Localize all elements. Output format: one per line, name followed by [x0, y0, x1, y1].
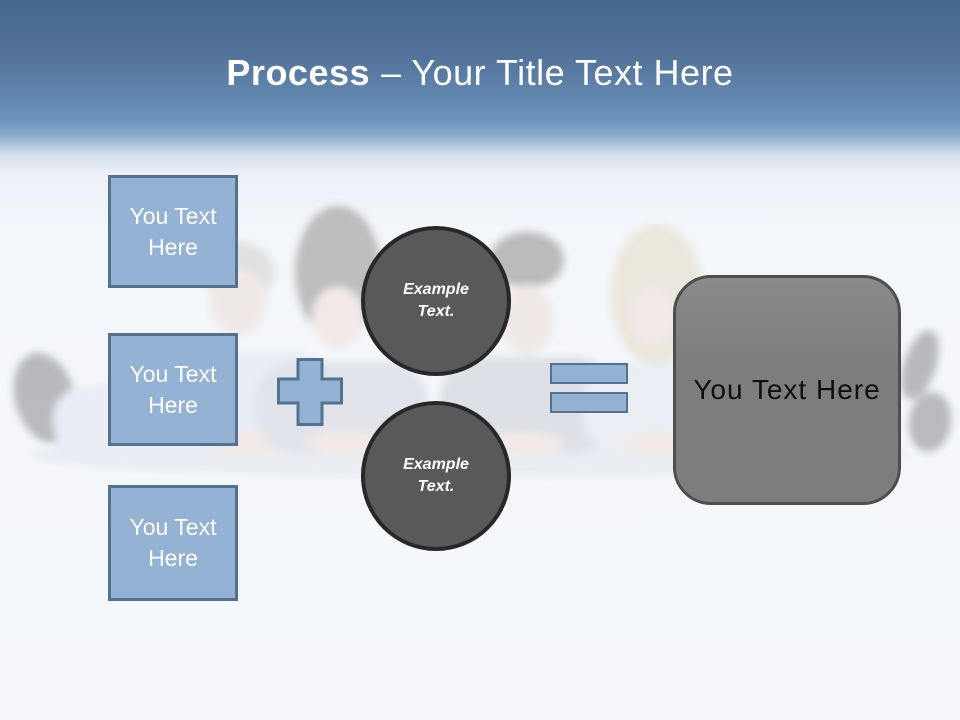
- slide-title-text: – Your Title Text Here: [381, 52, 734, 93]
- right-shoes: [901, 330, 952, 452]
- result-placeholder-box[interactable]: You Text Here: [673, 275, 901, 505]
- placeholder-label: You Text Here: [129, 514, 217, 571]
- text-placeholder-box-2[interactable]: You Text Here: [108, 333, 238, 446]
- example-circle-2[interactable]: Example Text.: [361, 401, 511, 551]
- plus-shape: [277, 358, 343, 426]
- placeholder-label: You Text Here: [129, 202, 217, 260]
- slide-title: Process – Your Title Text Here: [0, 46, 960, 100]
- circle-label: Example Text.: [403, 281, 469, 320]
- placeholder-label: You Text Here: [129, 360, 217, 418]
- slide-title-keyword: Process: [226, 52, 371, 93]
- example-circle-1[interactable]: Example Text.: [361, 226, 511, 376]
- equals-icon: [550, 363, 628, 413]
- text-placeholder-box-1[interactable]: You Text Here: [108, 175, 238, 288]
- equals-bar-top: [550, 363, 628, 384]
- circle-label: Example Text.: [403, 456, 469, 495]
- result-label: You Text Here: [693, 374, 881, 405]
- plus-icon: [277, 358, 343, 426]
- text-placeholder-box-3[interactable]: You Text Here: [108, 485, 238, 601]
- equals-bar-bottom: [550, 392, 628, 413]
